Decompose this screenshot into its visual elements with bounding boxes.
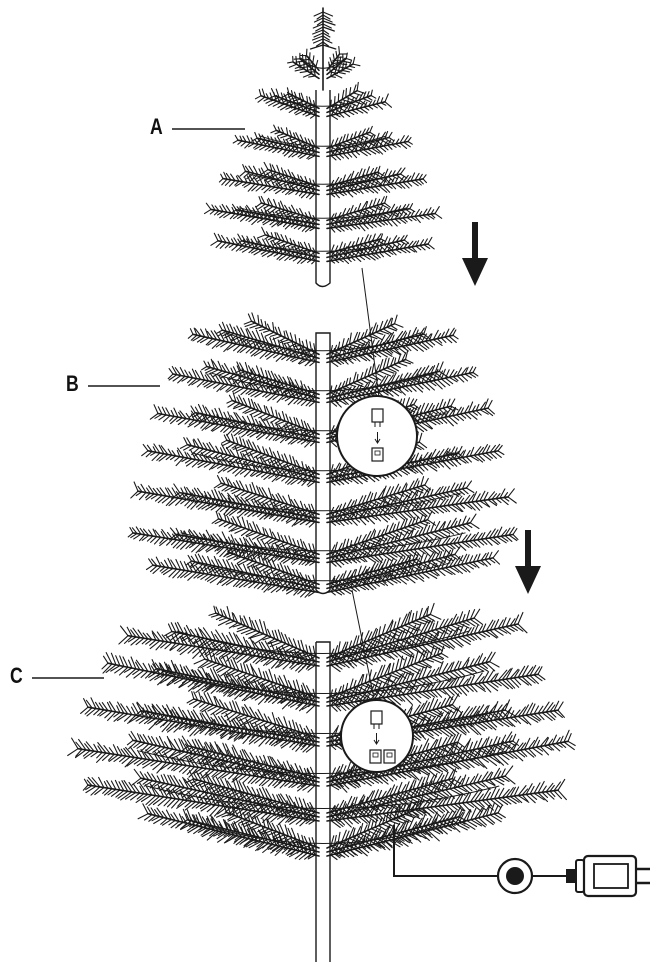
section-label-c: C — [10, 665, 23, 687]
pole-c — [316, 642, 330, 962]
power-adapter-icon — [566, 856, 650, 896]
down-arrow-icon-2 — [515, 530, 541, 594]
connector-detail-icon-c — [341, 700, 413, 772]
connector-detail-icon — [337, 396, 417, 476]
down-arrow-icon — [462, 222, 488, 286]
section-label-a: A — [150, 116, 163, 138]
section-label-b: B — [66, 373, 79, 395]
inline-switch-icon — [498, 859, 532, 893]
